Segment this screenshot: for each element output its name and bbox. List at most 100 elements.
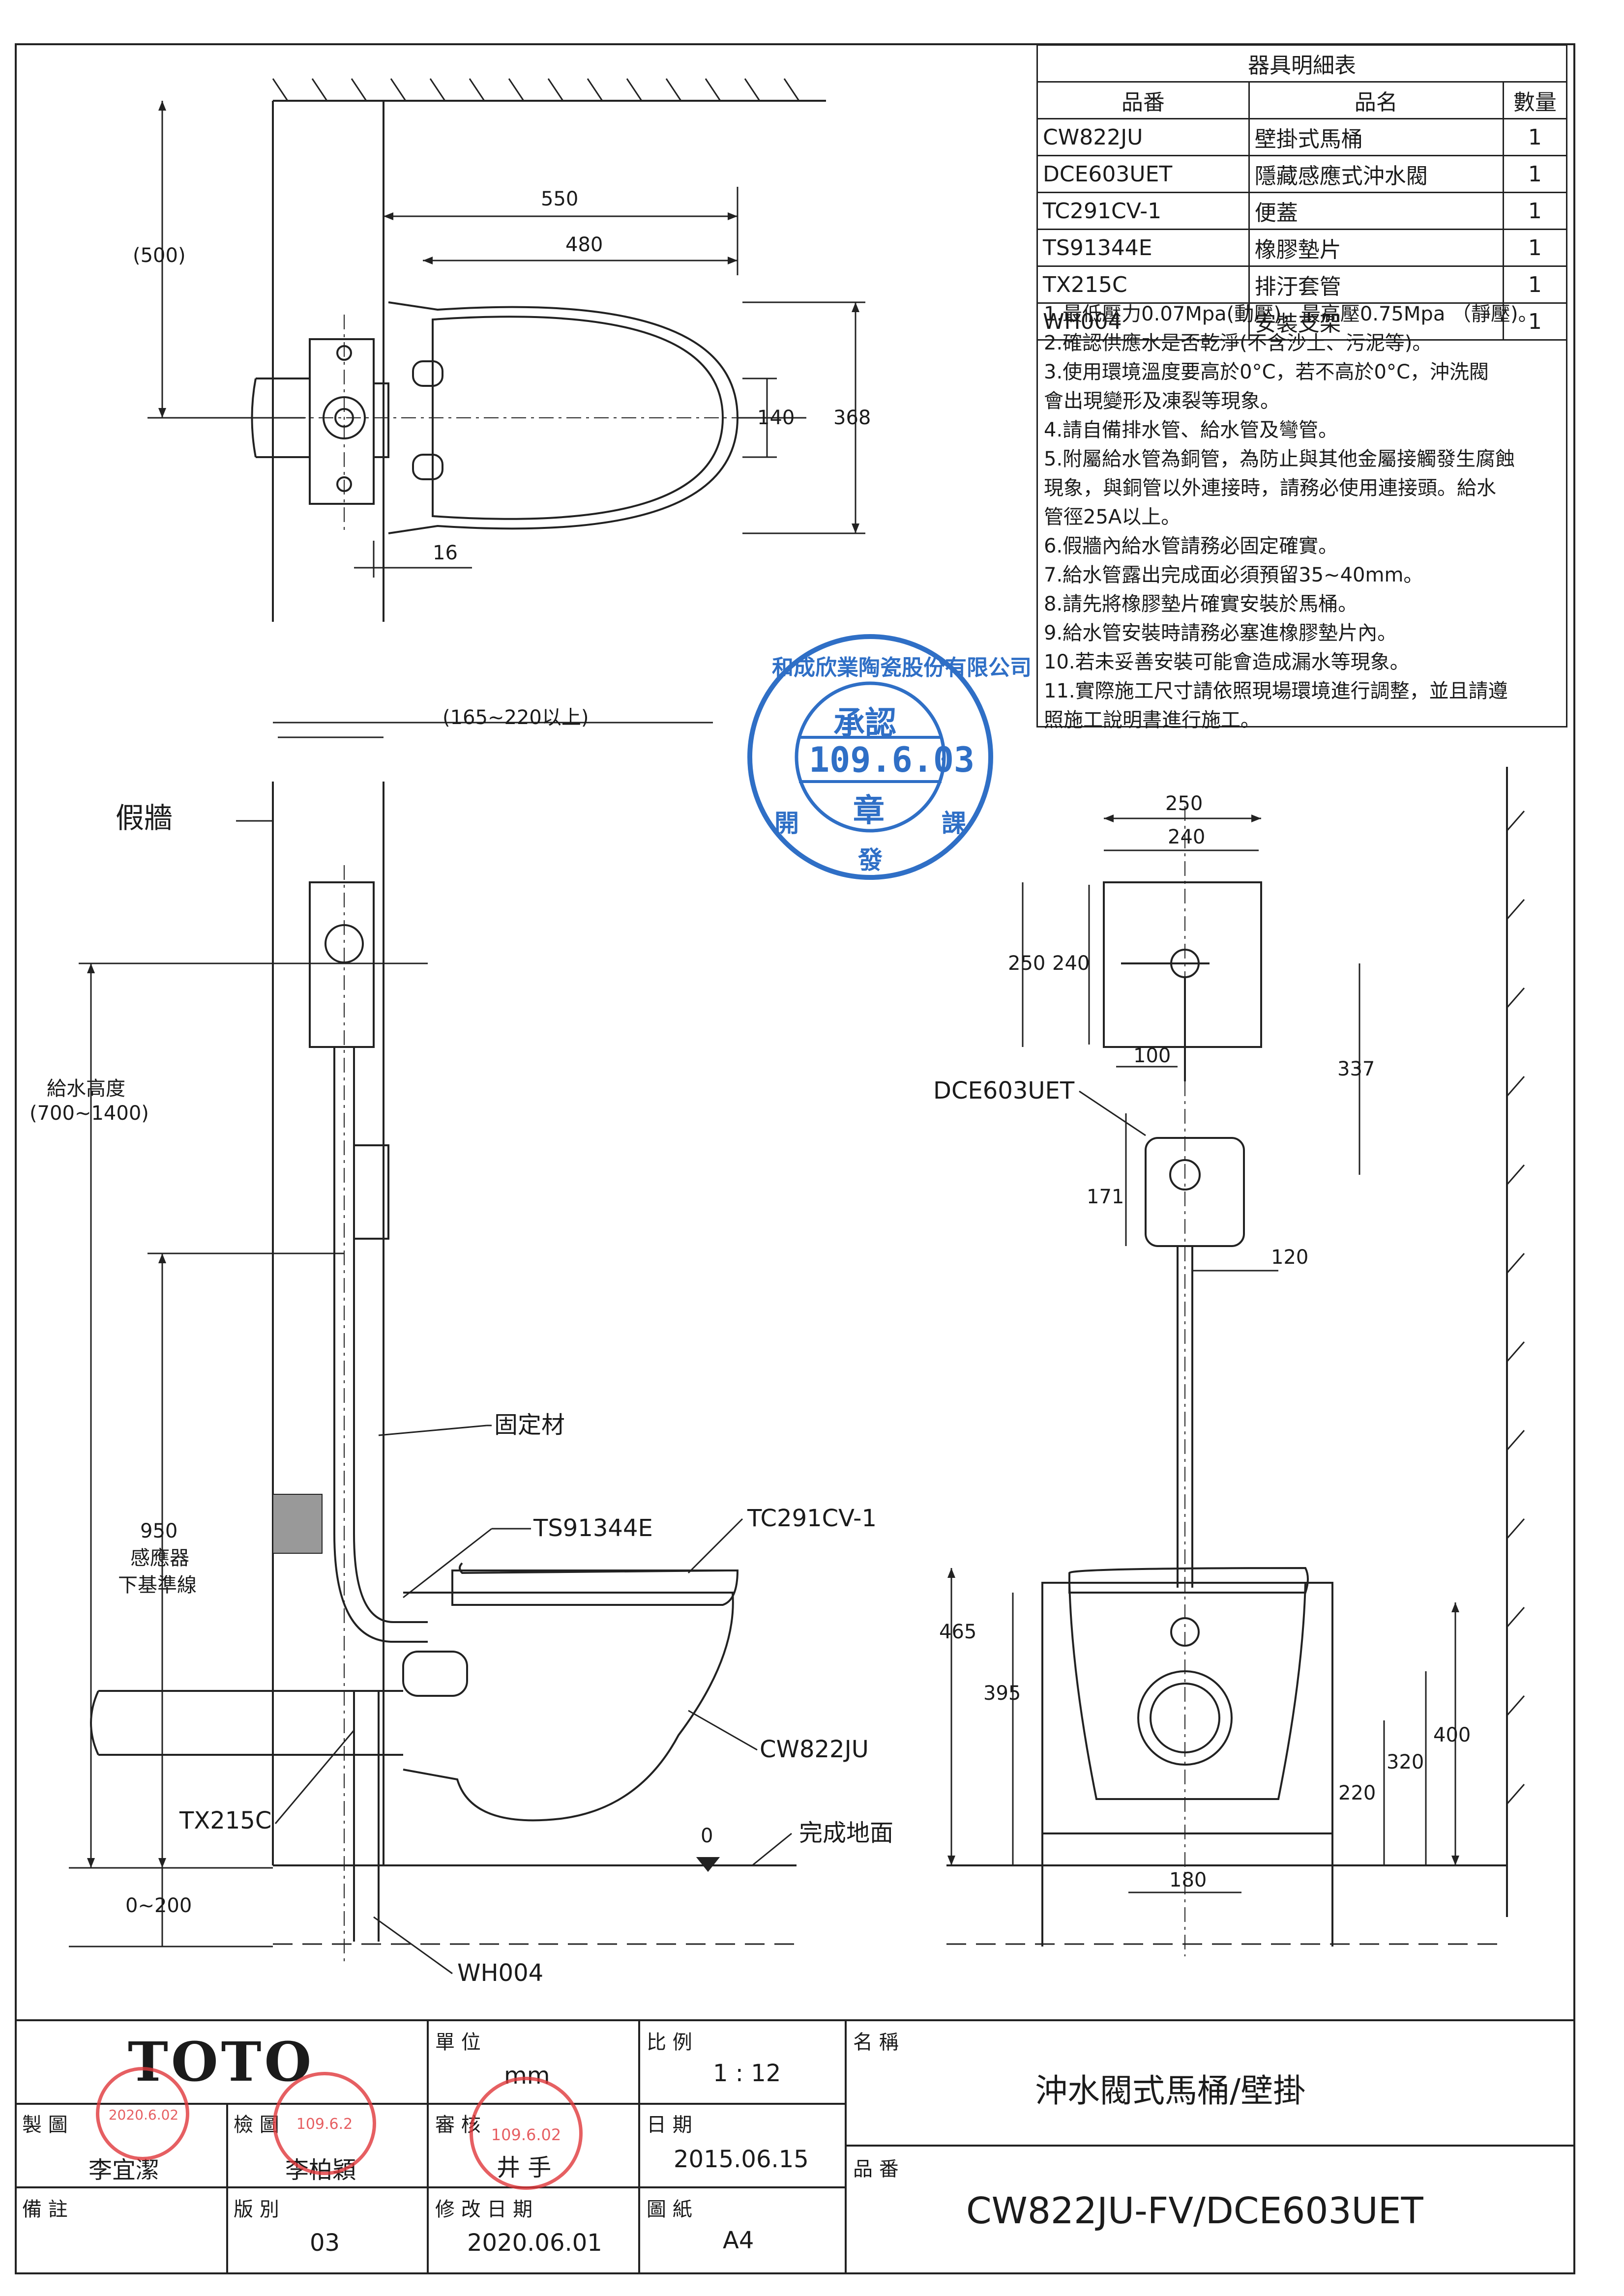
dim-240-height: 240 — [1052, 952, 1090, 975]
part-number: CW822JU-FV/DCE603UET — [966, 2190, 1423, 2232]
note-line: 3.使用環境溫度要高於0°C，若不高於0°C，沖洗閥 — [1044, 361, 1489, 383]
stamp-right: 課 — [942, 809, 966, 838]
unit-label: 單 位 — [435, 2031, 481, 2054]
stamp-seal: 章 — [853, 793, 885, 829]
note-line: 9.給水管安裝時請務必塞進橡膠墊片內。 — [1044, 622, 1397, 644]
part-label: 品 番 — [853, 2158, 899, 2180]
revision-label: 修 改 日 期 — [435, 2198, 533, 2221]
name-label: 名 稱 — [853, 2031, 899, 2054]
version-label: 版 別 — [234, 2198, 279, 2221]
note-line: 2.確認供應水是否乾淨(不含沙土、污泥等)。 — [1044, 332, 1432, 354]
sensor-label: 感應器 — [130, 1547, 189, 1569]
date-value: 2015.06.15 — [674, 2146, 809, 2173]
part-qty: 1 — [1502, 118, 1568, 156]
checked-label: 檢 圖 — [234, 2114, 279, 2136]
part-name: 安裝支架 — [1248, 302, 1504, 341]
supply-height-range: (700~1400) — [30, 1102, 149, 1125]
part-code: CW822JU — [1036, 118, 1250, 156]
dim-16: 16 — [433, 542, 458, 564]
scale-value: 1 : 12 — [713, 2060, 781, 2087]
parts-header-qty: 數量 — [1502, 81, 1568, 119]
bracket-label: WH004 — [457, 1959, 544, 1987]
note-line: 1.最低壓力0.07Mpa(動壓)，最高壓0.75Mpa （靜壓)。 — [1044, 303, 1538, 325]
remark-label: 備 註 — [22, 2198, 68, 2221]
version-value: 03 — [310, 2229, 340, 2257]
finished-floor-label: 完成地面 — [799, 1819, 894, 1847]
part-name: 排汙套管 — [1248, 265, 1504, 304]
dim-337: 337 — [1337, 1058, 1375, 1080]
part-name: 隱藏感應式沖水閥 — [1248, 155, 1504, 193]
parts-table-title: 器具明細表 — [1036, 44, 1567, 83]
note-line: 4.請自備排水管、給水管及彎管。 — [1044, 419, 1338, 441]
dim-100: 100 — [1133, 1045, 1171, 1067]
scale-label: 比 例 — [647, 2031, 692, 2054]
dim-500: (500) — [133, 244, 186, 267]
drawn-label: 製 圖 — [22, 2114, 68, 2136]
dim-550: 550 — [541, 188, 579, 210]
part-qty: 1 — [1502, 155, 1568, 193]
note-line: 7.給水管露出完成面必須預留35~40mm。 — [1044, 564, 1423, 586]
sensor-baseline-label: 下基準線 — [118, 1574, 197, 1597]
dim-320: 320 — [1387, 1751, 1424, 1773]
dim-wall-range: (165~220以上) — [443, 706, 589, 729]
valve-label: DCE603UET — [933, 1077, 1075, 1104]
part-qty: 1 — [1502, 192, 1568, 230]
dim-480: 480 — [565, 233, 603, 256]
dim-240-width: 240 — [1168, 826, 1206, 848]
date-label: 日 期 — [647, 2114, 692, 2136]
dim-368: 368 — [833, 407, 871, 429]
paper-label: 圖 紙 — [647, 2198, 692, 2221]
part-code: WH004 — [1036, 302, 1250, 341]
dim-395: 395 — [983, 1682, 1021, 1705]
stamp-bottom: 發 — [858, 846, 883, 874]
review-stamp-date: 109.6.02 — [491, 2125, 561, 2144]
drawn-stamp-date: 2020.6.02 — [108, 2107, 179, 2123]
note-line: 照施工說明書進行施工。 — [1044, 709, 1260, 731]
sensor-height: 950 — [140, 1520, 178, 1542]
drawn-stamp: 2020.6.02 — [96, 2067, 189, 2160]
dim-180: 180 — [1169, 1869, 1207, 1891]
part-qty: 1 — [1502, 302, 1568, 341]
note-line: 5.附屬給水管為銅管，為防止與其他金屬接觸發生腐蝕 — [1044, 448, 1515, 470]
floor-offset: 0~200 — [125, 1894, 192, 1917]
gasket-label: TS91344E — [533, 1514, 653, 1542]
dim-400: 400 — [1433, 1724, 1471, 1746]
drawing-name: 沖水閥式馬桶/壁掛 — [1035, 2072, 1306, 2110]
checked-stamp: 109.6.2 — [273, 2072, 376, 2175]
part-qty: 1 — [1502, 229, 1568, 267]
installation-notes: 1.最低壓力0.07Mpa(動壓)，最高壓0.75Mpa （靜壓)。 2.確認供… — [1036, 295, 1567, 731]
dim-220: 220 — [1338, 1782, 1376, 1804]
part-code: TC291CV-1 — [1036, 192, 1250, 230]
note-line: 現象，與銅管以外連接時，請務必使用連接頭。給水 — [1044, 477, 1496, 499]
stamp-left: 開 — [774, 809, 799, 838]
revision-date: 2020.06.01 — [467, 2229, 602, 2257]
stamp-date: 109.6.03 — [809, 740, 975, 780]
note-line: 8.請先將橡膠墊片確實安裝於馬桶。 — [1044, 593, 1358, 615]
stamp-approve: 承認 — [833, 705, 896, 742]
dim-465: 465 — [939, 1621, 977, 1643]
parts-header-name: 品名 — [1248, 81, 1504, 119]
supply-height-label: 給水高度 — [47, 1077, 125, 1100]
approval-stamp: 和成欣業陶瓷股份有限公司 承認 109.6.03 章 開 發 課 — [742, 629, 1032, 885]
part-code: TS91344E — [1036, 229, 1250, 267]
checked-stamp-date: 109.6.2 — [296, 2116, 353, 2133]
part-code: TX215C — [1036, 265, 1250, 304]
part-name: 壁掛式馬桶 — [1248, 118, 1504, 156]
dim-171: 171 — [1087, 1186, 1124, 1208]
note-line: 6.假牆內給水管請務必固定確實。 — [1044, 535, 1338, 557]
note-line: 10.若未妥善安裝可能會造成漏水等現象。 — [1044, 651, 1410, 673]
dim-250-width: 250 — [1165, 792, 1203, 815]
parts-header-code: 品番 — [1036, 81, 1250, 119]
false-wall-label: 假牆 — [116, 801, 173, 835]
part-qty: 1 — [1502, 265, 1568, 304]
sheet-border — [15, 43, 1575, 2274]
note-line: 會出現變形及凍裂等現象。 — [1044, 390, 1280, 412]
part-name: 橡膠墊片 — [1248, 229, 1504, 267]
stamp-company: 和成欣業陶瓷股份有限公司 — [772, 655, 1032, 680]
